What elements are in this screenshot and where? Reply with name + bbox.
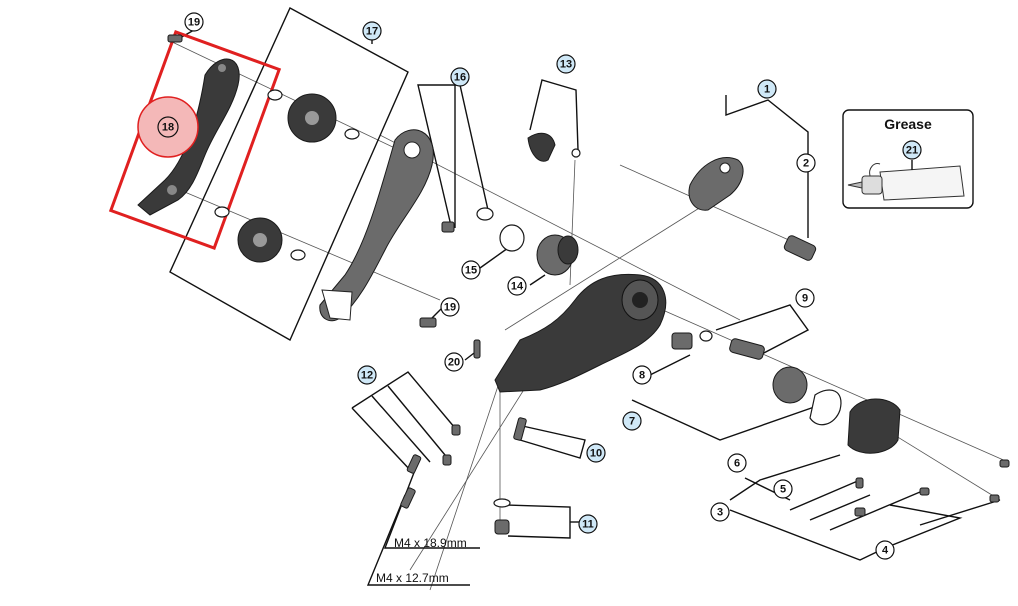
grease-box: Grease xyxy=(842,109,974,209)
washer xyxy=(699,330,713,342)
callout-number: 19 xyxy=(444,302,456,314)
callout-circle xyxy=(578,514,598,534)
callout-number: 13 xyxy=(560,59,572,71)
callout-circle xyxy=(450,67,470,87)
small-screws xyxy=(167,34,1010,535)
callout-circle xyxy=(444,352,464,372)
bushing-part-14 xyxy=(536,234,579,276)
callout-circle xyxy=(902,140,922,160)
damper-part-7 xyxy=(772,366,842,426)
callout-number: 7 xyxy=(629,416,635,428)
washer xyxy=(476,207,494,221)
short-bolt-spec: M4 x 12.7mm xyxy=(376,571,449,585)
callout-circle xyxy=(622,411,642,431)
bolt-part-2 xyxy=(783,235,817,261)
callout-circle xyxy=(875,540,895,560)
main-body xyxy=(494,273,667,393)
callout-circle xyxy=(795,288,815,308)
callout-number: 8 xyxy=(639,370,645,382)
callout-number: 18 xyxy=(162,122,174,134)
callout-number: 14 xyxy=(511,281,524,293)
callout-circle xyxy=(461,260,481,280)
outer-plate xyxy=(319,129,434,322)
pivot-part-9 xyxy=(729,338,765,360)
adjuster-part-8 xyxy=(671,332,693,350)
callout-number: 1 xyxy=(764,84,770,96)
grease-title: Grease xyxy=(884,116,932,132)
callout-number: 20 xyxy=(448,357,460,369)
callout-circle xyxy=(556,54,576,74)
washer xyxy=(267,89,283,101)
callout-number: 15 xyxy=(465,265,477,277)
callout-circle xyxy=(507,276,527,296)
callout-number: 17 xyxy=(366,26,378,38)
callout-number: 19 xyxy=(188,17,200,29)
callout-circle xyxy=(710,502,730,522)
callout-circle xyxy=(632,365,652,385)
washer xyxy=(344,128,360,140)
damper-cover-part-3 xyxy=(847,398,901,454)
callout-number: 21 xyxy=(906,145,918,157)
callout-circle xyxy=(357,365,377,385)
tension-pulley xyxy=(237,217,283,263)
washer xyxy=(214,206,230,218)
spring-part-15 xyxy=(499,224,525,252)
callout-number: 6 xyxy=(734,458,740,470)
callout-circle xyxy=(796,153,816,173)
grease-tube-icon xyxy=(847,163,965,201)
callout-circle xyxy=(157,116,179,138)
b-knuckle-part-1 xyxy=(688,157,744,211)
washer xyxy=(571,148,581,158)
callout-number: 16 xyxy=(454,72,466,84)
guide-pulley xyxy=(287,93,337,143)
bushing xyxy=(441,221,455,233)
callout-number: 3 xyxy=(717,507,723,519)
callout-number: 11 xyxy=(582,519,594,531)
long-bolt-spec: M4 x 18.9mm xyxy=(394,536,467,550)
callout-number: 10 xyxy=(590,448,602,460)
callout-number: 5 xyxy=(780,484,786,496)
callout-circle xyxy=(586,443,606,463)
washer xyxy=(290,249,306,261)
callout-circle xyxy=(440,297,460,317)
callout-circle xyxy=(773,479,793,499)
callout-number: 2 xyxy=(803,158,809,170)
callout-circle xyxy=(362,21,382,41)
callout-circle xyxy=(184,12,204,32)
callout-number: 9 xyxy=(802,293,808,305)
cable-guide-part-13 xyxy=(527,132,556,162)
callout-circle xyxy=(757,79,777,99)
callout-number: 4 xyxy=(882,545,889,557)
callout-circle xyxy=(727,453,747,473)
callout-number: 12 xyxy=(361,370,373,382)
